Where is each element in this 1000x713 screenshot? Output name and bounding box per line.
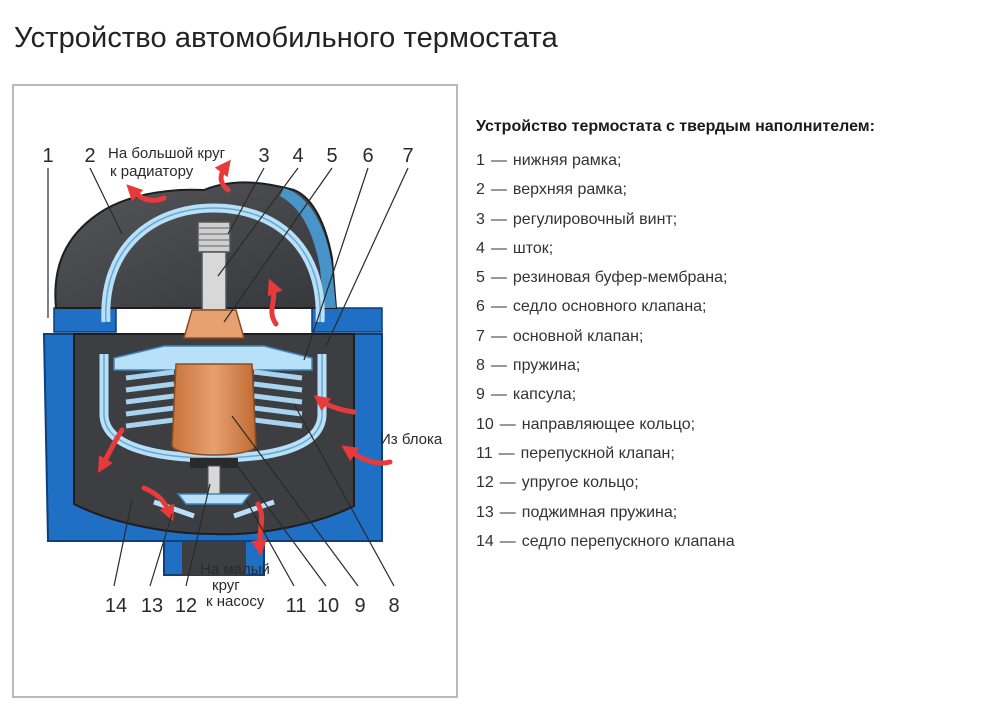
bypass-stem	[207, 465, 221, 497]
diagram-number-3: 3	[258, 145, 269, 167]
legend-list: 1 — нижняя рамка; 2 — верхняя рамка; 3 — регул…	[476, 146, 991, 556]
page-title: Устройство автомобильного термостата	[14, 22, 558, 54]
thermostat-diagram: 1 2 3 4 5 6 7 На большой круг к радиатор…	[12, 84, 458, 698]
diagram-number-2: 2	[84, 145, 95, 167]
legend-item-text: капсула;	[512, 386, 577, 404]
diagram-number-14: 14	[105, 595, 127, 617]
cover-blue-edge	[280, 188, 336, 308]
capsule	[171, 363, 257, 456]
diagram-number-11: 11	[286, 595, 307, 617]
bypass-valve	[176, 493, 252, 505]
diagram-number-6: 6	[362, 145, 373, 167]
legend-item-number: 14	[476, 532, 494, 550]
legend-item-text: седло перепускного клапана	[521, 532, 735, 550]
legend-dash: —	[490, 239, 507, 257]
legend-item: 9 — капсула;	[476, 380, 991, 409]
legend-dash: —	[490, 210, 507, 228]
legend-item-text: резиновая буфер-мембрана;	[512, 269, 728, 287]
legend-item-number: 10	[476, 415, 494, 433]
diagram-number-12: 12	[175, 595, 197, 617]
legend-item: 2 — верхняя рамка;	[476, 175, 991, 204]
label-radiator-line2: к радиатору	[110, 163, 194, 180]
legend-dash: —	[490, 327, 507, 345]
legend-item-text: основной клапан;	[512, 327, 644, 345]
legend-dash: —	[499, 474, 516, 492]
legend-item: 14 — седло перепускного клапана	[476, 527, 991, 556]
legend-item-number: 12	[476, 474, 494, 492]
legend-item: 12 — упругое кольцо;	[476, 468, 991, 497]
legend-item-number: 1	[476, 152, 485, 169]
legend-item: 3 — регулировочный винт;	[476, 205, 991, 234]
legend-dash: —	[490, 269, 507, 287]
label-pump-line2: круг	[212, 577, 240, 594]
legend-item-number: 7	[476, 327, 485, 345]
legend-dash: —	[498, 444, 515, 462]
diagram-number-8: 8	[388, 595, 399, 617]
adjusting-screw	[197, 221, 231, 253]
legend-item-number: 5	[476, 269, 485, 287]
leader-lines-top	[47, 167, 409, 361]
label-from-block: Из блока	[380, 431, 443, 448]
legend-item-text: поджимная пружина;	[521, 503, 678, 521]
legend-item-text: упругое кольцо;	[521, 474, 639, 492]
thermostat-cover	[54, 181, 338, 309]
legend-item-text: верхняя рамка;	[512, 181, 627, 199]
diagram-number-7: 7	[402, 145, 413, 167]
legend-dash: —	[490, 181, 507, 199]
flow-arrows	[98, 159, 393, 556]
legend-item-number: 3	[476, 210, 485, 228]
thermostat-illustration: 1 2 3 4 5 6 7 На большой круг к радиатор…	[42, 145, 443, 617]
legend-heading: Устройство термостата с твердым наполнит…	[476, 118, 875, 135]
legend-item: 6 — седло основного клапана;	[476, 292, 991, 321]
legend-item: 10 — направляющее кольцо;	[476, 410, 991, 439]
leader-lines-bottom	[113, 403, 395, 587]
legend-dash: —	[499, 532, 516, 550]
legend-item: 7 — основной клапан;	[476, 322, 991, 351]
legend-dash: —	[499, 503, 516, 521]
legend-item-text: седло основного клапана;	[512, 298, 707, 316]
diagram-number-1: 1	[42, 145, 53, 167]
legend-item-text: шток;	[512, 239, 554, 257]
legend-item-number: 13	[476, 503, 494, 521]
diagram-number-9: 9	[354, 595, 365, 617]
legend-item-text: направляющее кольцо;	[521, 415, 696, 433]
label-radiator-line1: На большой круг	[108, 145, 226, 162]
spring-left	[125, 369, 175, 429]
legend-item-text: нижняя рамка;	[512, 152, 622, 169]
right-flange	[311, 307, 383, 333]
legend-item: 1 — нижняя рамка;	[476, 146, 991, 175]
legend-item-text: перепускной клапан;	[520, 444, 675, 462]
legend-item: 4 — шток;	[476, 234, 991, 263]
legend-item: 11 — перепускной клапан;	[476, 439, 991, 468]
label-pump-line3: к насосу	[206, 593, 265, 610]
stem	[201, 251, 227, 311]
legend-item-text: пружина;	[512, 357, 581, 375]
legend-item-number: 9	[476, 386, 485, 404]
spring-right	[253, 369, 303, 429]
legend-dash: —	[490, 357, 507, 375]
rubber-membrane	[183, 309, 245, 339]
diagram-number-4: 4	[292, 145, 303, 167]
legend-dash: —	[499, 415, 516, 433]
label-pump-line1: На малый	[200, 561, 270, 578]
legend-dash: —	[490, 298, 507, 316]
legend-item-text: регулировочный винт;	[512, 210, 678, 228]
legend-item: 5 — резиновая буфер-мембрана;	[476, 263, 991, 292]
main-valve	[113, 345, 313, 371]
guide-ring	[190, 458, 238, 468]
legend-item: 8 — пружина;	[476, 351, 991, 380]
diagram-number-13: 13	[141, 595, 163, 617]
legend-item-number: 8	[476, 357, 485, 375]
legend-item-number: 11	[476, 444, 493, 462]
legend: Устройство термостата с твердым наполнит…	[476, 118, 991, 556]
legend-item-number: 6	[476, 298, 485, 316]
legend-item: 13 — поджимная пружина;	[476, 498, 991, 527]
legend-item-number: 2	[476, 181, 485, 199]
legend-dash: —	[490, 152, 507, 169]
legend-dash: —	[490, 386, 507, 404]
legend-item-number: 4	[476, 239, 485, 257]
diagram-number-5: 5	[326, 145, 337, 167]
diagram-number-10: 10	[317, 595, 339, 617]
